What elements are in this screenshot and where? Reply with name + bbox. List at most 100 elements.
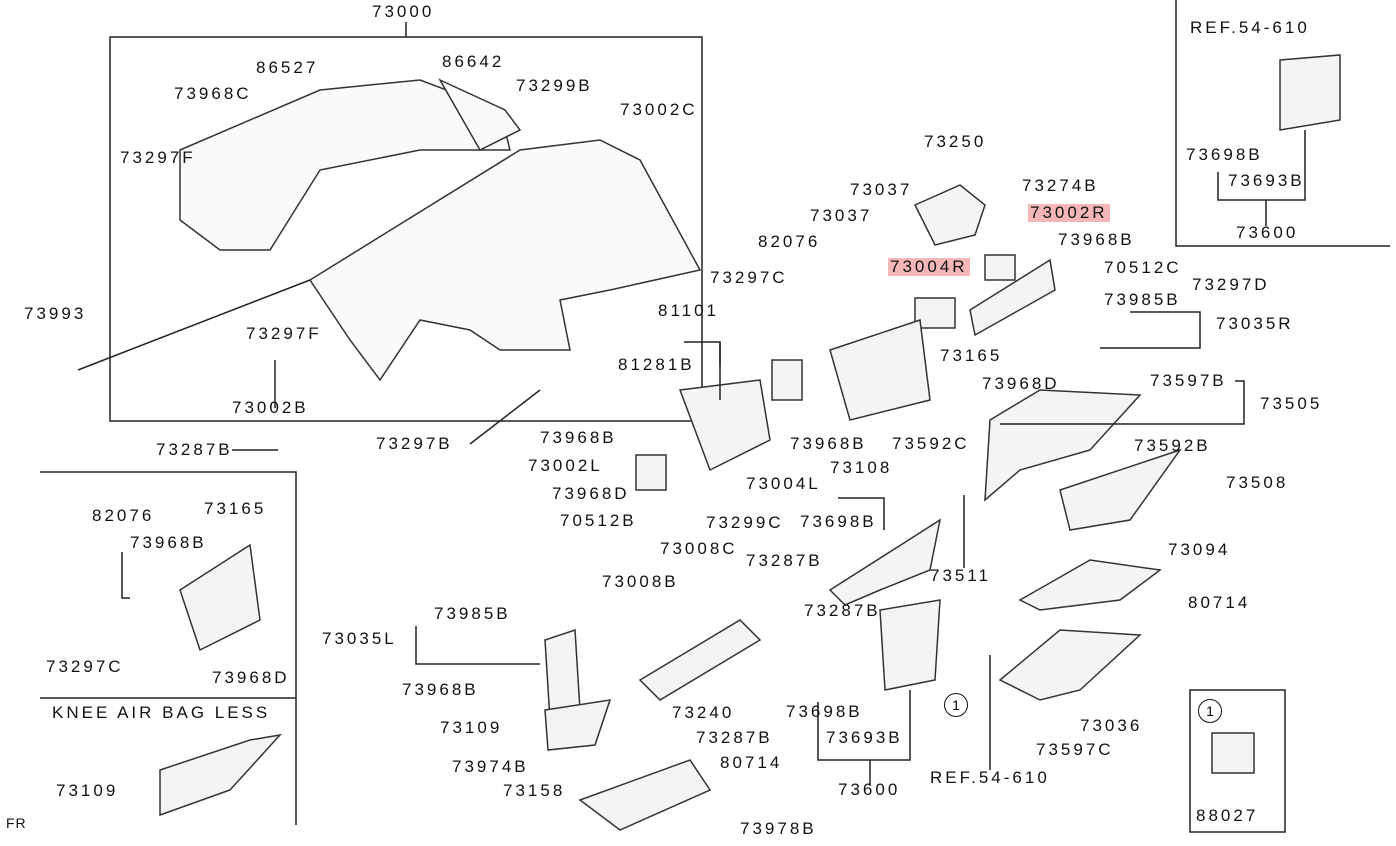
part-label: 73158	[503, 781, 566, 800]
part-label: 73036	[1080, 716, 1143, 735]
inset-label: 73600	[1236, 223, 1299, 242]
callout-marker: 1	[1198, 699, 1222, 723]
part-label: REF.54-610	[930, 768, 1050, 787]
part-73108	[828, 518, 942, 606]
part-label: 82076	[758, 232, 821, 251]
part-label: 73035L	[322, 629, 397, 648]
part-label: 73000	[372, 2, 435, 21]
part-label: 70512C	[1104, 258, 1182, 277]
part-label: 73287B	[696, 728, 773, 747]
part-73004L	[771, 359, 803, 401]
part-label: 73693B	[826, 728, 903, 747]
part-label: 73165	[940, 346, 1003, 365]
part-label: 73094	[1168, 540, 1231, 559]
front-direction-indicator: FR	[6, 815, 27, 831]
part-label: 73297D	[1192, 275, 1270, 294]
part-label: 73002B	[232, 398, 309, 417]
part-73002R	[984, 254, 1016, 281]
part-label: 73002C	[620, 100, 698, 119]
part-73094	[1018, 559, 1162, 611]
inset-label: 82076	[92, 506, 155, 525]
part-label: 73240	[672, 703, 735, 722]
part-label: 73004L	[746, 474, 821, 493]
part-label: 73968D	[982, 374, 1060, 393]
part-label: 73968C	[174, 84, 252, 103]
callout-marker: 1	[944, 693, 968, 717]
part-label-highlighted: 73004R	[888, 257, 970, 276]
part-label: 73008C	[660, 539, 738, 558]
part-73165	[829, 318, 931, 421]
part-label: 73287B	[746, 551, 823, 570]
leader-lines	[77, 130, 1306, 785]
part-label: 73968D	[552, 484, 630, 503]
part-73250	[913, 184, 986, 246]
part-label: 80714	[720, 753, 783, 772]
dashboard-panel-shape	[179, 78, 702, 382]
part-label: 73108	[830, 458, 893, 477]
inset-part-73600	[1279, 54, 1341, 131]
part-label: 81281B	[618, 355, 695, 374]
part-label: 73978B	[740, 819, 817, 838]
inset-label: 73698B	[1186, 145, 1263, 164]
part-label: 73508	[1226, 473, 1289, 492]
part-label: 73592B	[1134, 436, 1211, 455]
part-label: 81101	[658, 301, 720, 320]
part-label: 73297F	[246, 324, 322, 343]
part-label: 73299B	[516, 76, 593, 95]
part-label: 73597B	[1150, 371, 1227, 390]
part-label: 73597C	[1036, 740, 1114, 759]
part-label: 88027	[1196, 806, 1259, 825]
part-label: 73985B	[1104, 290, 1181, 309]
part-73004R	[914, 297, 956, 329]
part-73505	[984, 389, 1142, 502]
part-label: 86527	[256, 58, 319, 77]
part-label: 73297C	[710, 268, 788, 287]
part-label: 73698B	[800, 512, 877, 531]
part-label: 73109	[56, 781, 119, 800]
part-label: 73698B	[786, 702, 863, 721]
part-label: 73008B	[602, 572, 679, 591]
part-73240	[638, 619, 762, 701]
inset-label: 73165	[204, 499, 267, 518]
part-label: 73299C	[706, 513, 784, 532]
part-label: 73511	[930, 566, 992, 585]
inset-label: 73693B	[1228, 171, 1305, 190]
part-label: 73287B	[156, 440, 233, 459]
part-label: 73968B	[402, 680, 479, 699]
part-label: 73985B	[434, 604, 511, 623]
part-label: 73505	[1260, 394, 1323, 413]
part-label: 80714	[1188, 593, 1251, 612]
part-label: 73974B	[452, 757, 529, 776]
callout-box	[1189, 689, 1286, 833]
part-70512C	[969, 258, 1056, 337]
knee-airbag-title: KNEE AIR BAG LESS	[52, 703, 271, 722]
part-label: 73250	[924, 132, 987, 151]
inset-part-73165	[179, 543, 261, 652]
part-label-highlighted: 73002R	[1028, 203, 1110, 222]
part-73508	[1059, 448, 1182, 531]
part-label: 73002L	[528, 456, 603, 475]
part-label: 73297B	[376, 434, 453, 453]
part-label: 73968B	[540, 428, 617, 447]
part-label: 73037	[850, 180, 913, 199]
part-label: 73037	[810, 206, 873, 225]
part-81101	[678, 379, 771, 472]
part-label: 73274B	[1022, 176, 1099, 195]
knee-part-73109	[159, 733, 283, 817]
part-label: 73968B	[1058, 230, 1135, 249]
part-label: 73035R	[1216, 314, 1294, 333]
inset-label: REF.54-610	[1190, 18, 1310, 37]
part-label: 73968B	[790, 434, 867, 453]
switch-88027	[1211, 732, 1255, 774]
part-label: 73287B	[804, 601, 881, 620]
part-label: 73592C	[892, 434, 970, 453]
part-label: 70512B	[560, 511, 637, 530]
inset-label: 73968B	[130, 533, 207, 552]
inset-label: 73968D	[212, 668, 290, 687]
part-73600	[879, 599, 941, 691]
part-label: 73109	[440, 718, 503, 737]
part-label: 73297F	[120, 148, 196, 167]
part-73036	[998, 629, 1142, 701]
part-label: 86642	[442, 52, 505, 71]
